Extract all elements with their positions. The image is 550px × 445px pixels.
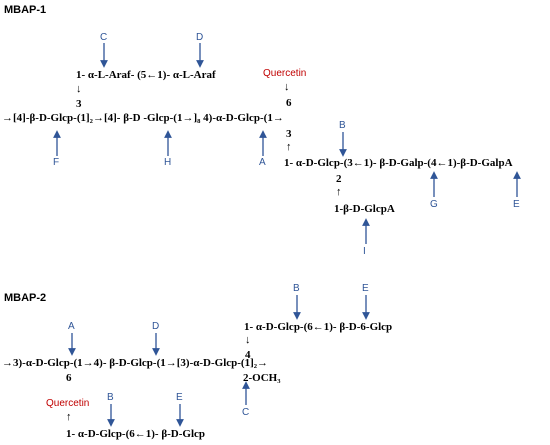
mbap2-title: MBAP-2 [4, 292, 47, 304]
mbap2-backbone: →3)-α-D-Glcp-(1→4)- β-D-Glcp-(1→[3)-α-D-… [2, 357, 269, 369]
label-a-1: A [259, 157, 266, 168]
label-a-2: A [68, 321, 75, 332]
label-e-1: E [513, 199, 520, 210]
mbap1-side-chain: 1- α-L-Araf- (5←1)- α-L-Araf [76, 69, 216, 81]
mbap1-branch-chain: 1- α-D-Glcp-(3←1)- β-D-Galp-(4←1)-β-D-Ga… [284, 157, 513, 169]
label-c-2: C [242, 407, 250, 418]
mbap1-branch-pos: 3 [286, 128, 292, 140]
mbap2-och3: 2-OCH₃ [243, 372, 281, 384]
mbap1-branch-arrow: ↑ [286, 141, 292, 153]
label-g-1: G [430, 199, 438, 210]
label-d-1: D [196, 32, 204, 43]
mbap2-top-pos: 4 [245, 349, 251, 361]
mbap1-quercetin: Quercetin [263, 68, 307, 79]
label-d-2: D [152, 321, 160, 332]
mbap1-sub-chain: 1-β-D-GlcpA [334, 203, 395, 215]
mbap1-side-pos: 3 [76, 98, 82, 110]
label-e-2bot: E [176, 392, 183, 403]
mbap2-top-chain: 1- α-D-Glcp-(6←1)- β-D-6-Glcp [244, 321, 393, 333]
label-e-2top: E [362, 283, 369, 294]
mbap1-sub-pos: 2 [336, 173, 342, 185]
label-c-1: C [100, 32, 108, 43]
mbap2-pos6: 6 [66, 372, 72, 384]
mbap1-sub-arrow: ↑ [336, 186, 342, 198]
mbap2-bottom-chain: 1- α-D-Glcp-(6←1)- β-D-Glcp [66, 428, 206, 440]
label-b-2top: B [293, 283, 300, 294]
label-f-1: F [53, 157, 60, 168]
mbap1-side-arrow: ↓ [76, 83, 82, 95]
mbap1-q-pos: 6 [286, 97, 292, 109]
label-h-1: H [164, 157, 172, 168]
mbap1-q-arrow: ↓ [284, 81, 290, 93]
label-b-1: B [339, 120, 346, 131]
label-b-2bot: B [107, 392, 114, 403]
mbap2-q-arrow: ↑ [66, 411, 72, 423]
mbap1-backbone: →[4]-β-D-Glcp-(1]₂→[4]- β-D -Glcp-(1→]₈ … [2, 112, 284, 124]
label-i-1: I [363, 246, 366, 257]
mbap1-title: MBAP-1 [4, 4, 47, 16]
mbap2-top-arrow: ↓ [245, 334, 251, 346]
mbap2-quercetin: Quercetin [46, 398, 90, 409]
